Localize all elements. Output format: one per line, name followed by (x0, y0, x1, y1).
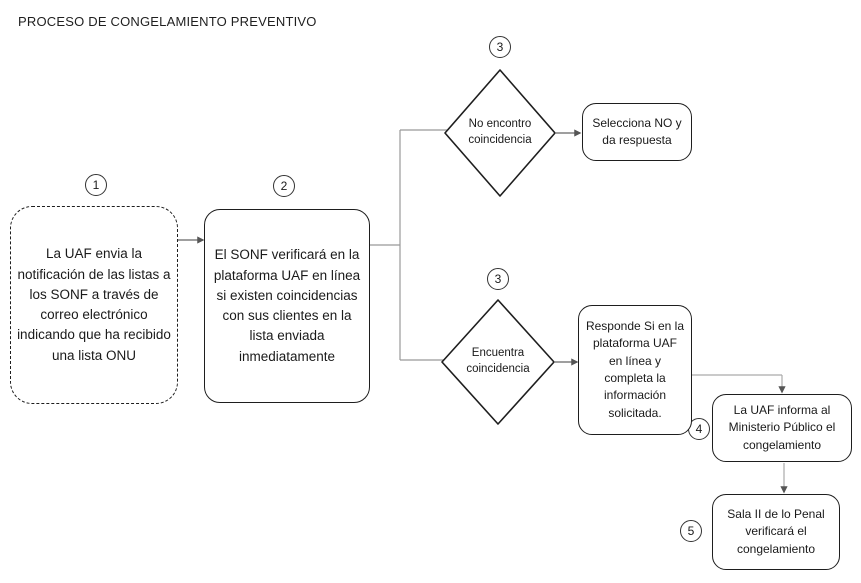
step-5-box: Sala II de lo Penal verificará el congel… (712, 494, 840, 570)
decision-match-label: Encuentra coincidencia (466, 347, 530, 375)
no-match-result-box: Selecciona NO y da respuesta (582, 103, 692, 161)
decision-diamond-no-match (444, 69, 556, 197)
step-number-2: 2 (273, 175, 295, 197)
decision-diamond-match (441, 299, 555, 425)
step-number-5: 5 (680, 520, 702, 542)
step-number-3b: 3 (487, 268, 509, 290)
step-1-box: La UAF envia la notificación de las list… (10, 206, 178, 404)
step-number-1: 1 (85, 174, 107, 196)
step-number-3a: 3 (489, 36, 511, 58)
decision-no-match-label: No encontro coincidencia (468, 118, 532, 146)
page-title: PROCESO DE CONGELAMIENTO PREVENTIVO (18, 14, 317, 29)
match-result-box: Responde Si en la plataforma UAF en líne… (578, 305, 692, 435)
step-4-box: La UAF informa al Ministerio Público el … (712, 394, 852, 462)
step-2-box: El SONF verificará en la plataforma UAF … (204, 209, 370, 403)
